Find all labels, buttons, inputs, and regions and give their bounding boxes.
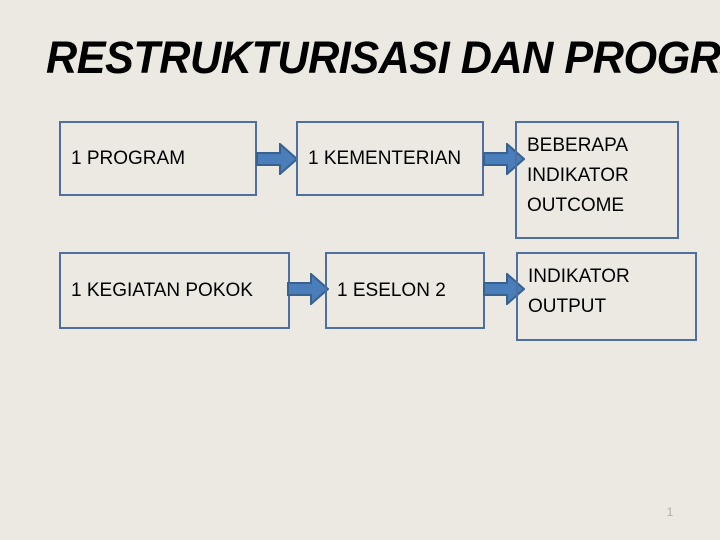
- flow-box-eselon-line-1: 1 ESELON 2: [337, 279, 446, 301]
- flow-box-indikator-output-line-2: OUTPUT: [528, 296, 607, 317]
- arrow-right-icon-kegiatan-to-eselon: [287, 273, 329, 305]
- arrow-right-icon-eselon-to-output: [483, 273, 525, 305]
- flow-box-kegiatan-pokok[interactable]: 1 KEGIATAN POKOK: [59, 252, 290, 329]
- flow-box-kementerian-line-1: 1 KEMENTERIAN: [308, 147, 462, 169]
- flow-box-kegiatan-pokok-line-1: 1 KEGIATAN POKOK: [71, 279, 253, 301]
- arrow-right-icon-program-to-kementerian: [256, 143, 298, 175]
- flow-box-indikator-outcome-line-3: OUTCOME: [527, 195, 625, 216]
- flow-box-eselon[interactable]: 1 ESELON 2: [325, 252, 485, 329]
- page-title: RESTRUKTURISASI DAN PROGRAM: [46, 32, 720, 83]
- flow-box-indikator-outcome-line-2: INDIKATOR: [527, 165, 629, 186]
- page-number: 1: [666, 505, 674, 519]
- flow-box-program[interactable]: 1 PROGRAM: [59, 121, 257, 196]
- flow-box-indikator-outcome-line-1: BEBERAPA: [527, 135, 629, 156]
- flow-box-indikator-output[interactable]: INDIKATOR OUTPUT: [516, 252, 697, 341]
- flow-box-indikator-output-line-1: INDIKATOR: [528, 266, 630, 287]
- flow-box-program-line-1: 1 PROGRAM: [71, 147, 186, 169]
- flow-box-indikator-outcome[interactable]: BEBERAPA INDIKATOR OUTCOME: [515, 121, 679, 239]
- flow-box-kementerian[interactable]: 1 KEMENTERIAN: [296, 121, 484, 196]
